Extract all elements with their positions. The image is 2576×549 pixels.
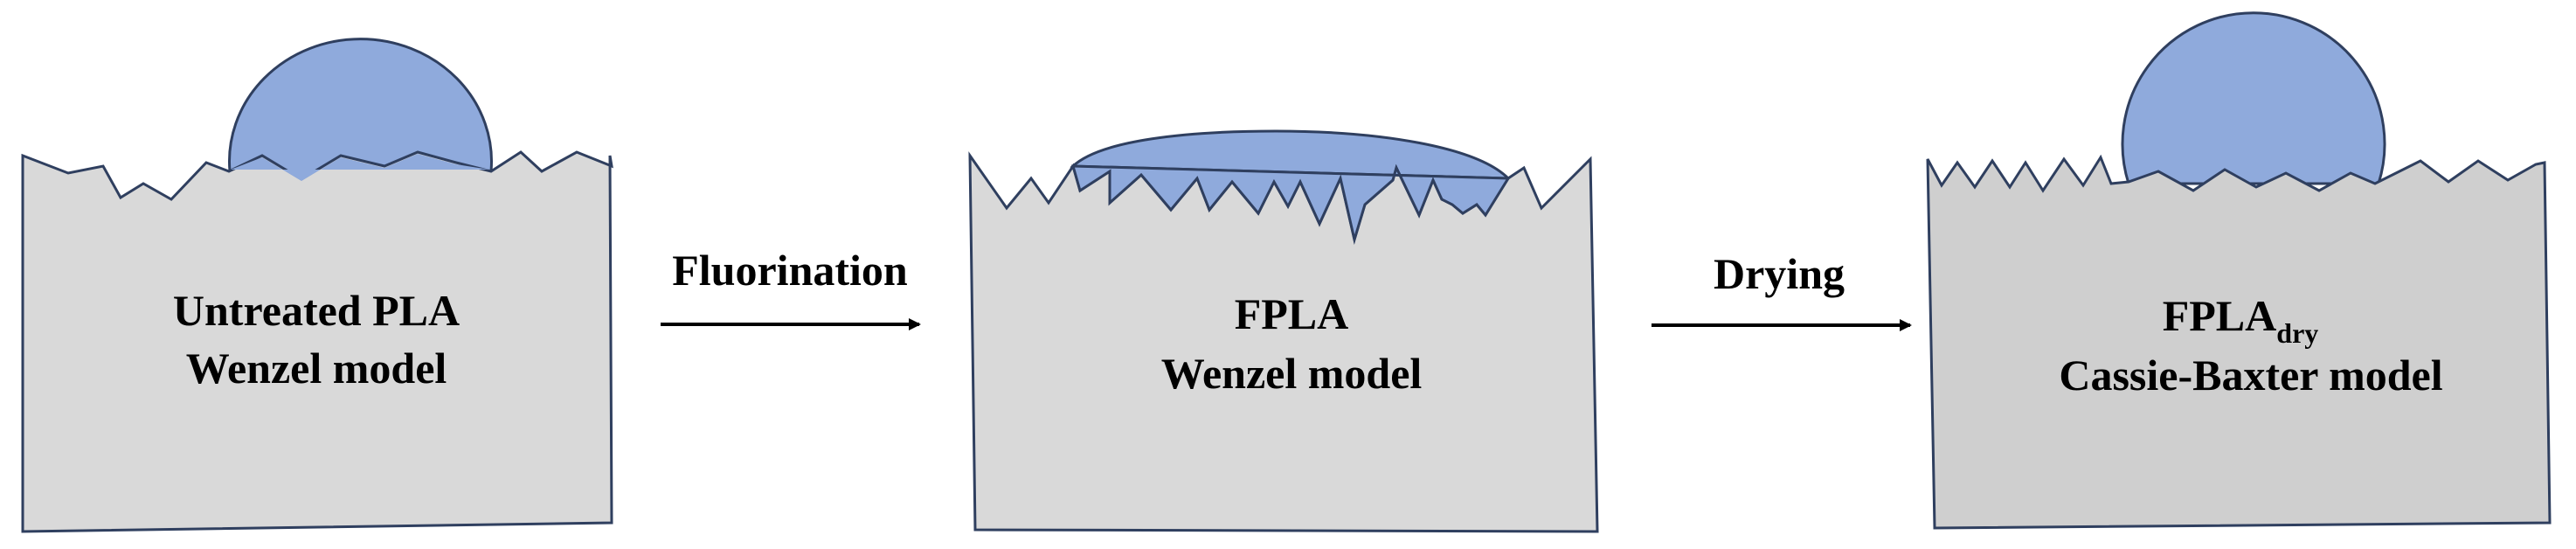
panel-fpla-dry: FPLAdry Cassie-Baxter model (1926, 11, 2552, 530)
panel-3-model: Cassie-Baxter model (2059, 351, 2442, 400)
panel-1-title: Untreated PLA (173, 286, 460, 335)
water-droplet (2121, 11, 2386, 185)
water-droplet (228, 38, 493, 173)
panel-1-model: Wenzel model (186, 344, 447, 393)
water-droplet (1070, 129, 1512, 180)
arrow-drying: Drying (1652, 249, 1912, 331)
arrow-1-label: Fluorination (672, 246, 908, 295)
rough-surface-block (968, 151, 1599, 533)
panel-untreated-pla: Untreated PLA Wenzel model (21, 38, 613, 533)
droplet-contact-fill (231, 154, 489, 181)
rough-surface-block (1926, 154, 2552, 530)
panel-fpla: FPLA Wenzel model (968, 129, 1599, 533)
panel-3-title-subscript: dry (2276, 317, 2318, 349)
arrow-fluorination: Fluorination (661, 246, 921, 330)
groove-liquid (1070, 163, 1511, 245)
panel-2-model: Wenzel model (1161, 349, 1423, 398)
rough-surface-block (21, 150, 613, 533)
panel-3-title-main: FPLA (2163, 291, 2277, 340)
arrow-2-label: Drying (1714, 249, 1845, 298)
panel-2-title: FPLA (1235, 289, 1349, 338)
panel-3-title: FPLAdry (2163, 291, 2319, 349)
